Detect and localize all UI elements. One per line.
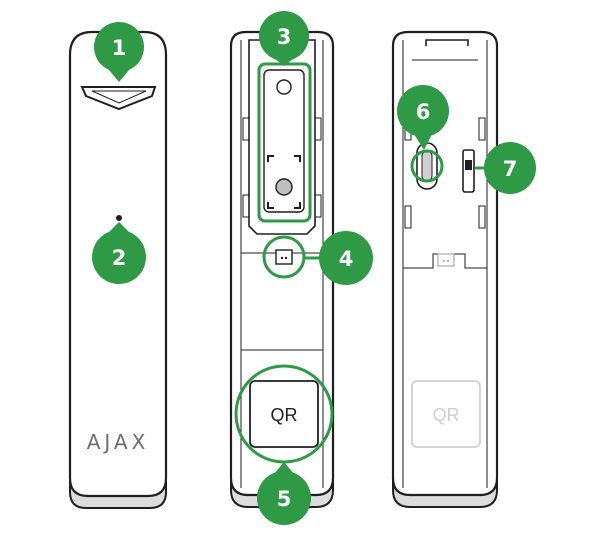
- mount-screw-hole-bottom: [275, 178, 293, 196]
- front-small-hole: [116, 215, 122, 221]
- tamper-bracket: [267, 155, 301, 209]
- connector-ghost: [437, 253, 455, 267]
- callout-number-4: 4: [339, 247, 354, 271]
- connector-dot: [443, 260, 445, 262]
- callout-badge-6: 6: [397, 85, 449, 150]
- qr-sticker: [249, 380, 319, 448]
- panel-clip: [314, 194, 322, 218]
- led-indicator: [80, 86, 157, 111]
- reed-switch-inner: [421, 150, 433, 182]
- callout-number-6: 6: [416, 100, 431, 124]
- mount-cutout: [263, 69, 305, 213]
- connector-dot: [280, 256, 284, 260]
- panel-clip: [478, 205, 486, 229]
- callout-number-5: 5: [277, 487, 292, 511]
- ajax-logo: AJAX: [87, 430, 150, 454]
- connector-dot: [284, 256, 288, 260]
- callout-number-1: 1: [112, 36, 127, 60]
- device-back-open: QR: [391, 30, 499, 508]
- callout-badge-5: 5: [257, 462, 311, 525]
- mount-screw-hole-top: [276, 79, 292, 95]
- connector-dot: [447, 260, 449, 262]
- callout-ring-6: [410, 149, 444, 183]
- top-latch: [425, 39, 469, 46]
- callout-number-2: 2: [112, 246, 127, 270]
- led-indicator-inner: [91, 90, 147, 104]
- callout-number-3: 3: [277, 25, 292, 49]
- callout-badge-7: 7: [484, 142, 536, 194]
- device-back-mounted: QR: [229, 30, 335, 508]
- panel-clip: [478, 117, 486, 141]
- qr-ghost-sticker: [411, 380, 481, 448]
- panel-clip: [242, 117, 250, 141]
- callout-number-7: 7: [503, 157, 518, 181]
- callout-badge-1: 1: [94, 22, 144, 82]
- qr-sticker-label: QR: [271, 405, 298, 425]
- tamper-button-inner: [465, 160, 472, 170]
- device-front: AJAX: [68, 30, 168, 509]
- callout-badge-4: 4: [319, 231, 373, 285]
- panel-clip: [314, 117, 322, 141]
- tamper-button: [462, 149, 475, 193]
- panel-clip: [404, 205, 412, 229]
- callout-badge-3: 3: [259, 11, 309, 66]
- callout-badge-2: 2: [92, 222, 146, 284]
- panel-clip: [242, 194, 250, 218]
- battery-connector: [275, 249, 293, 265]
- qr-ghost-label: QR: [433, 405, 460, 425]
